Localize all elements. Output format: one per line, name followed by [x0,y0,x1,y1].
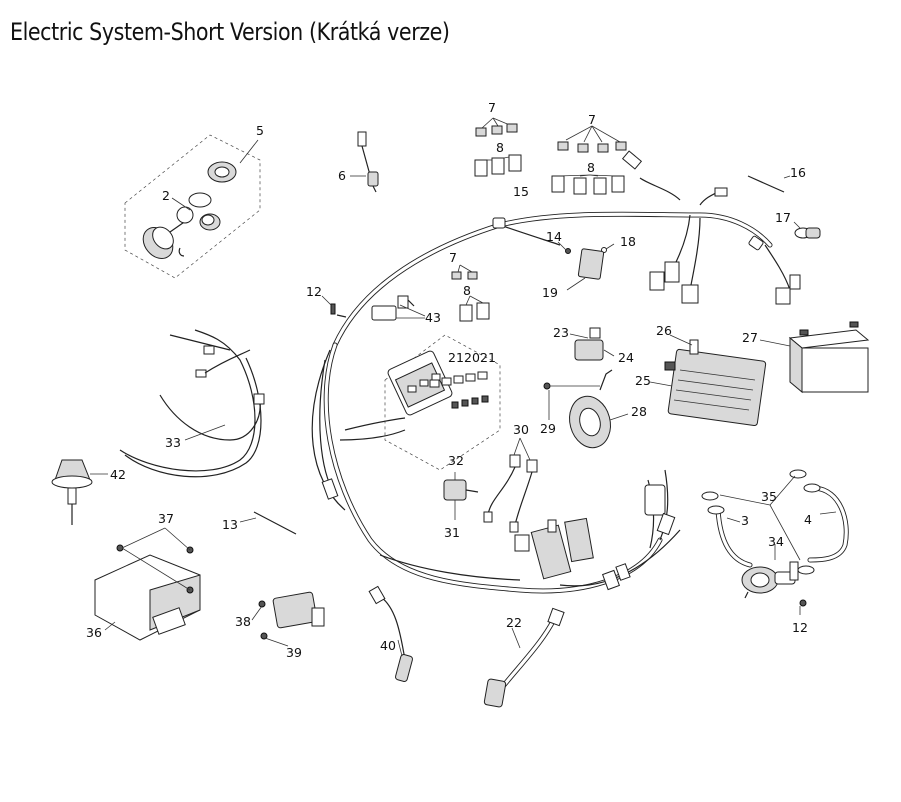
callout-8-middle: 8 [463,283,471,298]
sensor-part-42 [51,459,108,525]
main-wiring-harness [311,150,801,594]
callout-3: 3 [741,513,749,528]
callout-33: 33 [165,435,181,450]
cable-part-33 [119,329,265,478]
callout-35: 35 [761,489,777,504]
relay-part-19 [557,241,615,291]
callout-34: 34 [768,534,784,549]
battery [759,321,870,394]
callout-18: 18 [620,234,636,249]
callout-labels: 2 3 4 5 6 7 7 7 8 8 8 12 12 13 14 15 16 … [86,100,812,660]
ecu-unit [94,527,201,641]
callout-4: 4 [804,512,812,527]
callout-16: 16 [790,165,806,180]
callout-28: 28 [631,404,647,419]
callout-23: 23 [553,325,569,340]
callout-12-right: 12 [792,620,808,635]
relay-group-top-right [551,125,627,195]
callout-32: 32 [448,453,464,468]
callout-14: 14 [546,229,562,244]
page-title: Electric System-Short Version (Krátká ve… [10,18,450,46]
callout-36: 36 [86,625,102,640]
callout-13: 13 [222,517,238,532]
voltage-regulator [649,334,767,427]
callout-7-top-left: 7 [488,100,496,115]
sensors-part-30 [443,437,538,533]
ignition-switch-assembly [124,134,261,279]
callout-37: 37 [158,511,174,526]
callout-24: 24 [618,350,634,365]
callout-8-top-left: 8 [496,140,504,155]
callout-25: 25 [635,373,651,388]
callout-15: 15 [513,184,529,199]
fuel-pump-assembly [701,469,849,615]
callout-21-right: 21 [480,350,496,365]
sensor-part-6 [350,131,379,193]
sensor-part-39 [251,591,325,647]
cable-tie-part-13 [239,511,297,535]
fuse-box [384,334,501,471]
callout-27: 27 [742,330,758,345]
callout-38: 38 [235,614,251,629]
callout-30: 30 [513,422,529,437]
callout-17: 17 [775,210,791,225]
callout-22: 22 [506,615,522,630]
callout-5: 5 [256,123,264,138]
callout-20: 20 [464,350,480,365]
callout-40: 40 [380,638,396,653]
callout-7-top-right: 7 [588,112,596,127]
callout-31: 31 [444,525,460,540]
callout-2: 2 [162,188,170,203]
cable-tie-and-clamp [747,175,821,239]
callout-21-left: 21 [448,350,464,365]
relay-part-24 [569,327,615,361]
connector-part-43 [371,295,426,321]
callout-29: 29 [540,421,556,436]
callout-43: 43 [425,310,441,325]
plug-lead-part-40 [368,585,413,682]
callout-6: 6 [338,168,346,183]
horn [543,369,629,449]
callout-12-left: 12 [306,284,322,299]
callout-19: 19 [542,285,558,300]
relay-group-middle [451,264,490,322]
callout-7-middle: 7 [449,250,457,265]
callout-26: 26 [656,323,672,338]
screw-part-12 [321,295,347,318]
relay-group-top-left [474,117,522,177]
callout-8-top-right: 8 [587,160,595,175]
callout-42: 42 [110,467,126,482]
plug-lead-part-22 [483,607,565,708]
callout-39: 39 [286,645,302,660]
